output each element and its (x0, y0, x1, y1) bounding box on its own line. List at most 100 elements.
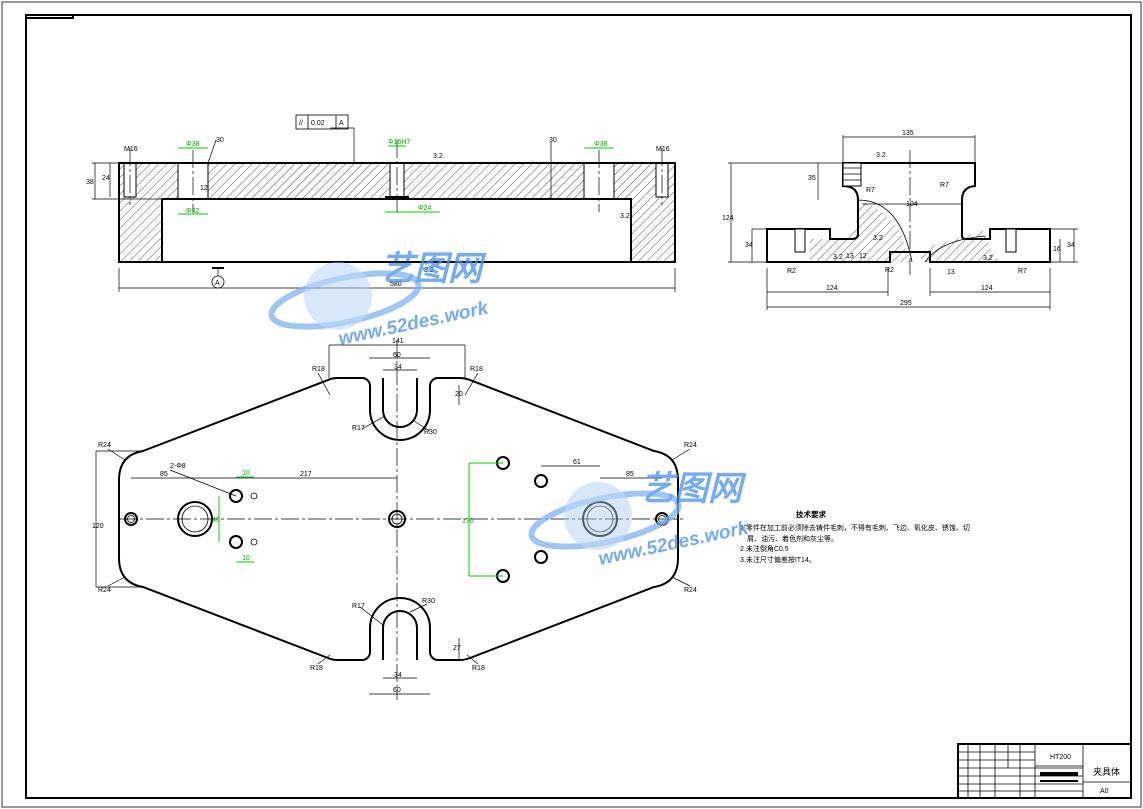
watermark-1: 艺图网 www.52des.work (268, 250, 492, 350)
side-height-total: 124 (722, 215, 734, 222)
side-r7-right: R7 (1018, 268, 1027, 275)
plan-w60-top: 60 (393, 352, 401, 359)
front-center-hole: Φ16H7 (388, 139, 410, 146)
side-d13: 13 (947, 269, 955, 276)
datum-a-circle (211, 275, 225, 289)
side-thread (842, 162, 862, 187)
plan-d120: 120 (92, 523, 104, 530)
inner-frame (25, 14, 1132, 799)
front-small-dim: 12 (200, 185, 208, 192)
plan-outline (118, 377, 679, 661)
title-block: HT200 夹具体 A0 (957, 743, 1132, 799)
plan-r18-br: R18 (472, 665, 485, 672)
front-view: // 0.02 A A M16 M16 Φ38 Φ38 Φ16H7 Φ32 Φ2… (86, 114, 676, 292)
datum-a-label: A (215, 280, 220, 287)
side-w124-left: 124 (826, 285, 838, 292)
tol-value: 0.02 (311, 120, 325, 127)
plan-r18-tl: R18 (312, 366, 325, 373)
side-rough-c: 3.2 (873, 235, 883, 242)
front-outline (118, 162, 676, 263)
hole-r3 (534, 550, 548, 564)
front-length: 580 (390, 281, 402, 288)
side-w295: 295 (900, 300, 912, 307)
front-cbore-left: Φ38 (186, 141, 199, 148)
plan-holes-label: 2-Φ8 (170, 463, 186, 470)
notes-heading: 技术要求 (796, 509, 826, 519)
plan-r24-bl: R24 (98, 587, 111, 594)
plan-d10-top: 10 (242, 470, 250, 477)
slot-top-inner (382, 378, 418, 428)
front-cbore-right: Φ38 (594, 141, 607, 148)
side-view: 135 3.2 124 35 34 34 16 R7 R7 R7 R2 R2 1… (722, 130, 1078, 310)
plan-w141: 141 (392, 338, 404, 345)
plan-d61: 61 (573, 459, 581, 466)
side-rough-a: 3.2 (833, 254, 843, 261)
side-r2-right: R2 (885, 267, 894, 274)
side-h-right: 16 (1053, 246, 1061, 253)
side-slot-left (794, 228, 806, 253)
tolerance-frame (295, 114, 349, 130)
side-width-inner: 104 (906, 201, 918, 208)
side-rough-b: 3.2 (983, 255, 993, 262)
side-hatch-left (810, 200, 910, 262)
plan-d60-bottom: 60 (393, 687, 401, 694)
front-thread-left: M16 (124, 146, 138, 153)
note-line-1: 1.零件在加工前必须除去铸件毛刺，不得有毛刺、飞边、氧化皮、锈蚀、切 (740, 523, 970, 532)
side-inner-curve (857, 199, 913, 263)
plan-w34-top: 34 (394, 364, 402, 371)
plan-d85-right: 85 (626, 471, 634, 478)
plan-d40: 40 (212, 517, 220, 524)
tol-datum: A (339, 120, 344, 127)
watermark-1-brand: 艺图网 (380, 250, 487, 288)
side-h-lower-right: 34 (1067, 242, 1075, 249)
front-r30-right: 30 (549, 137, 557, 144)
side-outline (766, 162, 1051, 263)
material-label: HT200 (1050, 754, 1071, 761)
front-cbore-lower: Φ32 (186, 208, 199, 215)
note-line-3: 2.未注倒角C0.5 (740, 544, 789, 553)
front-rough-bottom: 3.2 (424, 267, 434, 274)
sheet-size: A0 (1100, 788, 1109, 795)
side-inner-curve2 (924, 235, 986, 263)
part-name: 夹具体 (1093, 766, 1120, 777)
plan-view: 141 60 34 R18 R18 R17 R30 20 R24 R24 R24… (92, 338, 697, 700)
hole-small-tl (229, 489, 243, 503)
plan-r24-tl: R24 (98, 442, 111, 449)
plan-r30-bottom: R30 (422, 598, 435, 605)
note-line-4: 3.未注尺寸偏差按IT14。 (740, 555, 816, 564)
plan-r30-top: R30 (424, 429, 437, 436)
plan-r17-top: R17 (352, 425, 365, 432)
big-hole-right (582, 501, 618, 537)
side-rough-top: 3.2 (876, 152, 886, 159)
plan-d170: 170 (462, 518, 474, 525)
plan-r24-tr: R24 (684, 442, 697, 449)
sheet-corner-tab (26, 15, 74, 19)
front-thread-right: M16 (656, 146, 670, 153)
front-section-hatch (119, 163, 675, 262)
plan-r17-bottom: R17 (352, 603, 365, 610)
tol-symbol: // (299, 120, 303, 127)
plan-r18-tr: R18 (470, 366, 483, 373)
side-slot-right (1005, 228, 1017, 253)
side-r7-left: R7 (866, 187, 875, 194)
side-d12: 12 (859, 253, 867, 260)
side-top-width: 135 (902, 130, 914, 137)
watermark-2: 艺图网 www.52des.work (528, 470, 752, 570)
slot-bottom-inner (382, 610, 418, 660)
side-h-upper: 35 (808, 175, 816, 182)
hole-small-bl (229, 535, 243, 549)
front-rough-top: 3.2 (433, 153, 443, 160)
note-line-2: 屑、油污、着色剂和灰尘等。 (747, 534, 838, 543)
side-h-lower-left: 34 (745, 242, 753, 249)
plan-d27: 27 (453, 645, 461, 652)
plan-d10-bottom: 10 (242, 555, 250, 562)
hole-left-end (124, 512, 138, 526)
plan-r24-br: R24 (684, 587, 697, 594)
plan-d85-left: 85 (160, 471, 168, 478)
plan-d20-top: 20 (455, 391, 463, 398)
side-r7-mid: R7 (940, 182, 949, 189)
big-hole-left (177, 501, 213, 537)
hole-r2 (534, 474, 548, 488)
